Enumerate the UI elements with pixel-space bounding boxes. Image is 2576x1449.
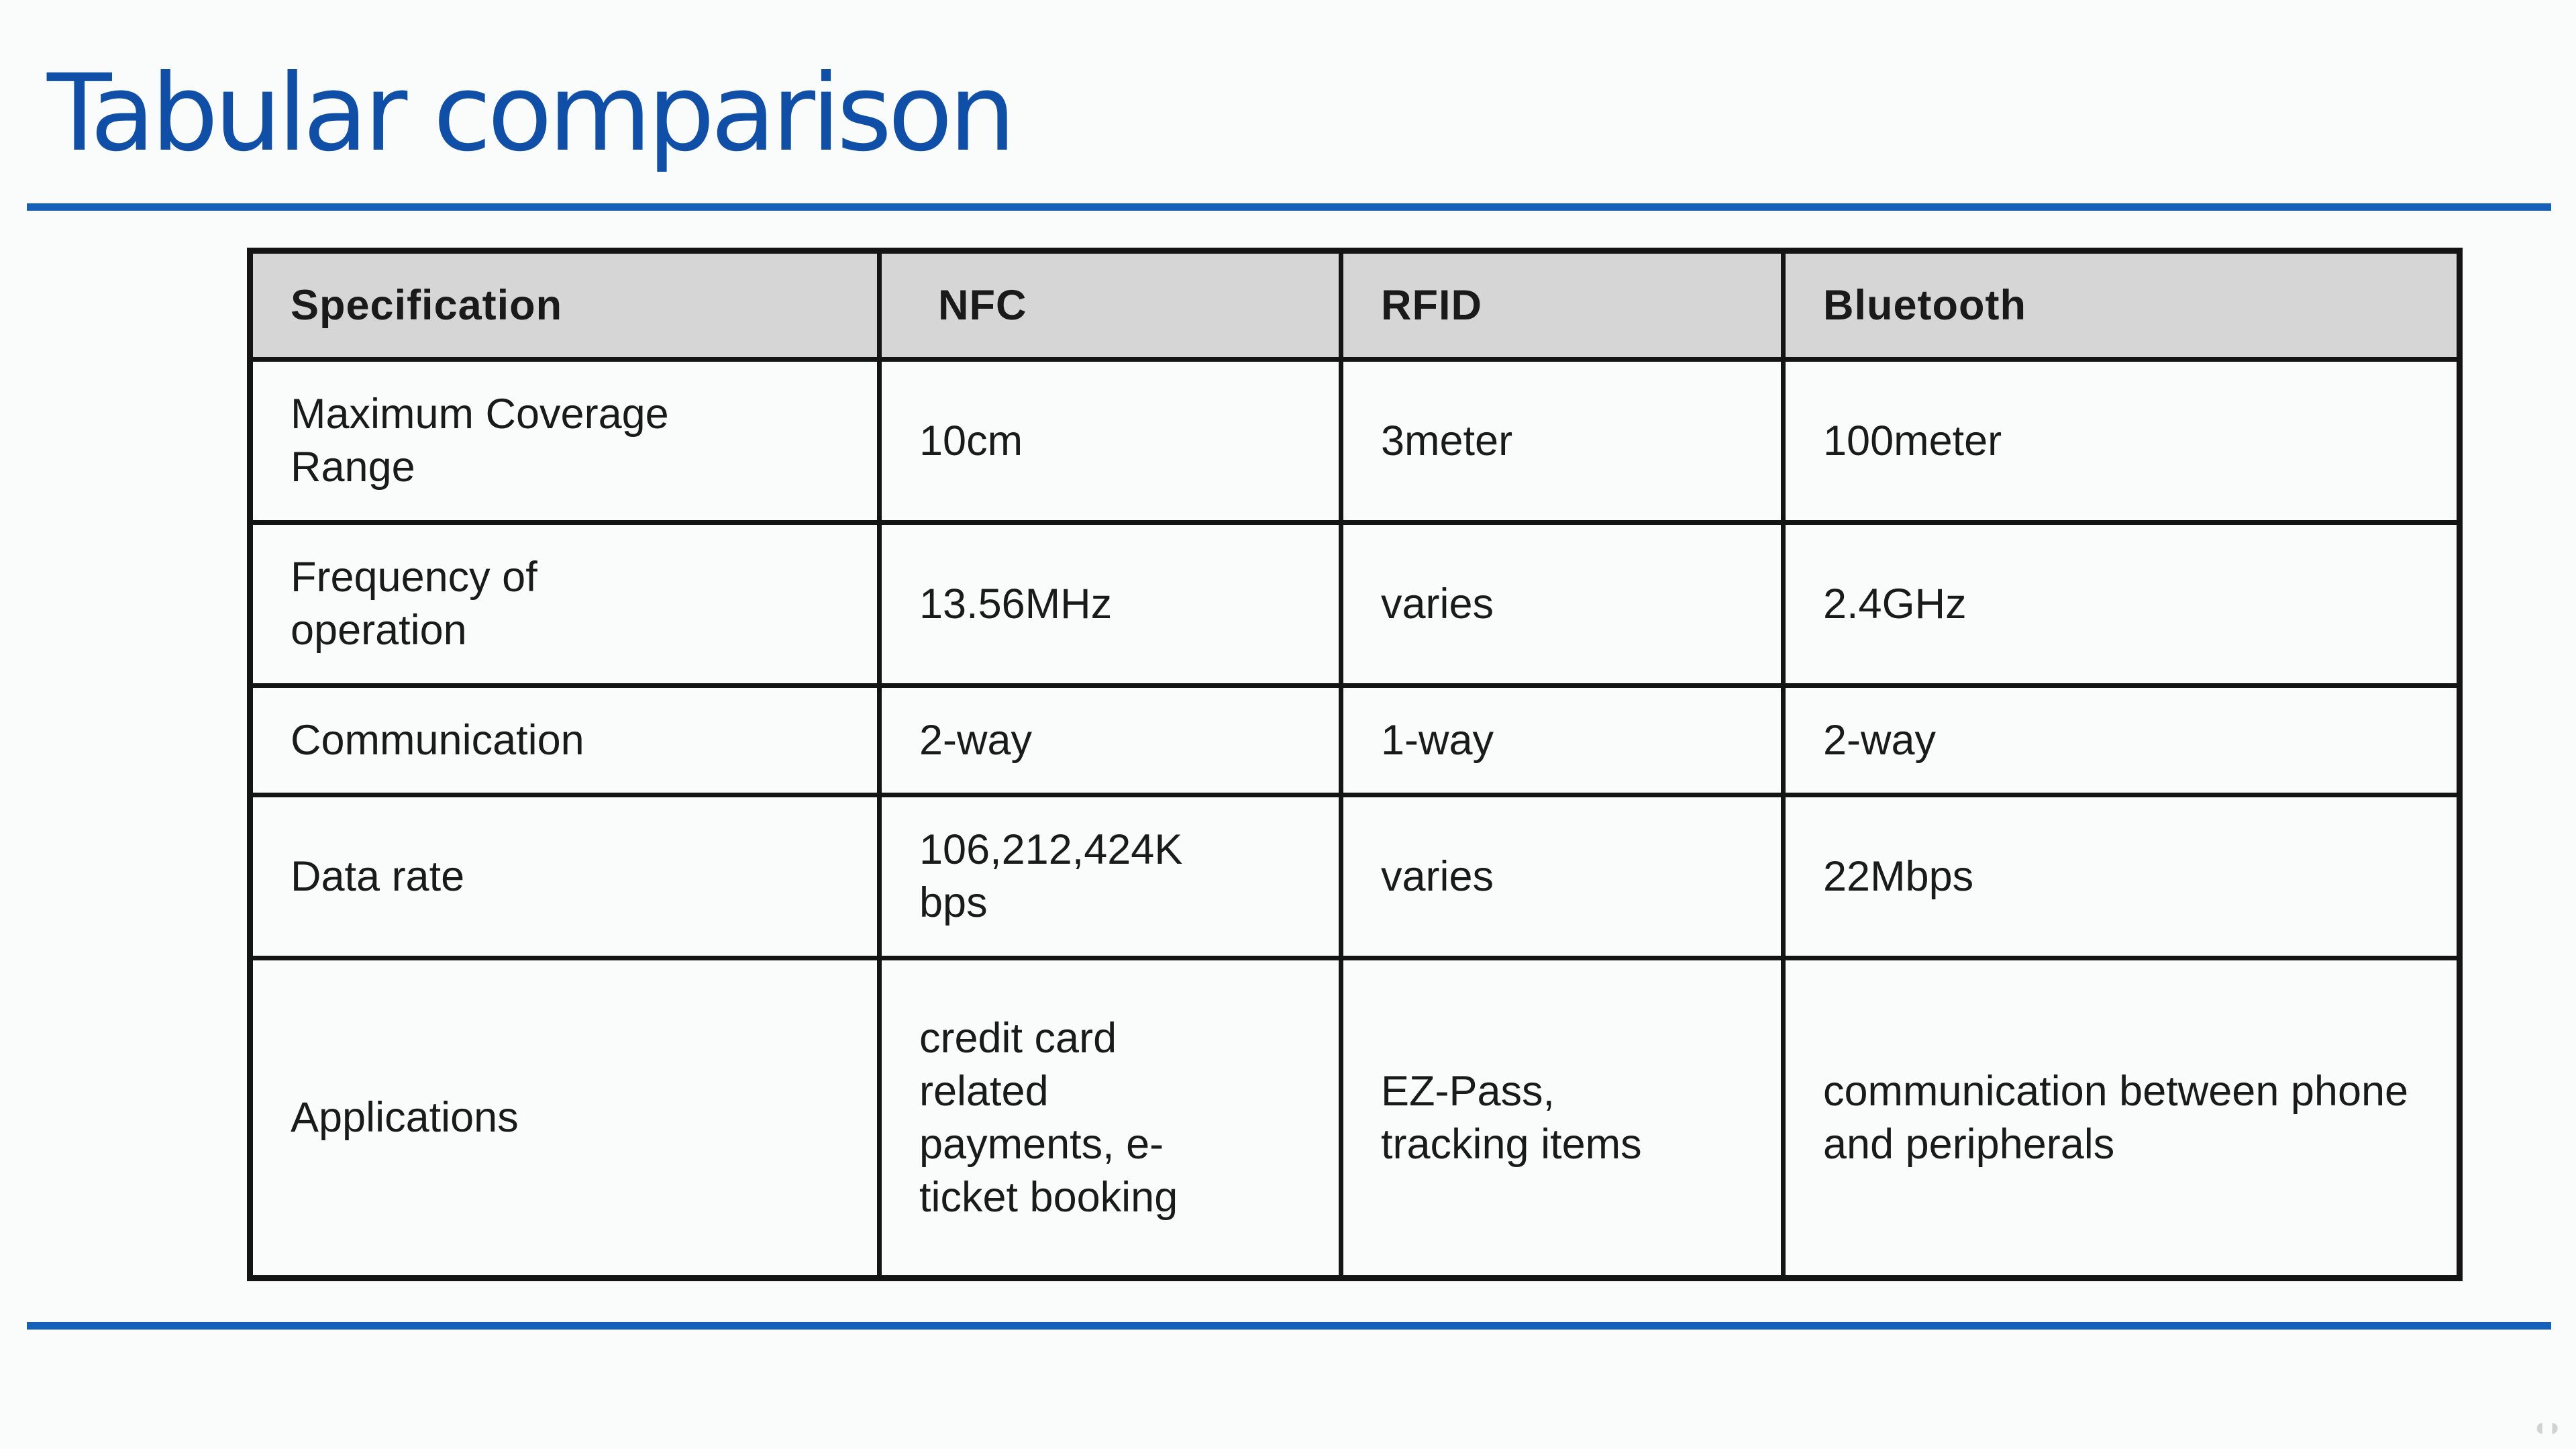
cell-spec-datarate: Data rate	[248, 793, 882, 960]
cell-nfc-applications: credit card related payments, e-ticket b…	[877, 956, 1343, 1281]
table-row: Maximum Coverage Range 10cm 3meter 100me…	[248, 357, 2462, 525]
cell-rfid-range: 3meter	[1339, 357, 1786, 525]
cell-spec-frequency: Frequency of operation	[248, 520, 882, 688]
slide-title: Tabular comparison	[47, 52, 1016, 175]
watermark-logo-icon: ◖◗	[2532, 1413, 2563, 1442]
cell-spec-applications: Applications	[248, 956, 882, 1281]
cell-bluetooth-range: 100meter	[1781, 357, 2462, 525]
cell-spec-range: Maximum Coverage Range	[248, 357, 882, 525]
cell-rfid-communication: 1-way	[1339, 683, 1786, 797]
cell-spec-communication: Communication	[248, 683, 882, 797]
cell-nfc-communication: 2-way	[877, 683, 1343, 797]
header-bluetooth: Bluetooth	[1781, 248, 2462, 362]
comparison-table: Specification NFC RFID Bluetooth Maximum…	[247, 248, 2463, 1281]
cell-bluetooth-datarate: 22Mbps	[1781, 793, 2462, 960]
table-header-row: Specification NFC RFID Bluetooth	[248, 248, 2462, 362]
header-nfc: NFC	[877, 248, 1343, 362]
table-row: Applications credit card related payment…	[248, 956, 2462, 1281]
table-row: Communication 2-way 1-way 2-way	[248, 683, 2462, 797]
table-row: Frequency of operation 13.56MHz varies 2…	[248, 520, 2462, 688]
cell-bluetooth-applications: communication between phone and peripher…	[1781, 956, 2462, 1281]
cell-rfid-applications: EZ-Pass, tracking items	[1339, 956, 1786, 1281]
cell-nfc-range: 10cm	[877, 357, 1343, 525]
cell-nfc-datarate: 106,212,424Kbps	[877, 793, 1343, 960]
cell-rfid-frequency: varies	[1339, 520, 1786, 688]
cell-nfc-frequency: 13.56MHz	[877, 520, 1343, 688]
title-underline	[27, 203, 2551, 211]
footer-rule	[27, 1322, 2551, 1330]
header-specification: Specification	[248, 248, 882, 362]
cell-bluetooth-frequency: 2.4GHz	[1781, 520, 2462, 688]
header-rfid: RFID	[1339, 248, 1786, 362]
table-row: Data rate 106,212,424Kbps varies 22Mbps	[248, 793, 2462, 960]
cell-rfid-datarate: varies	[1339, 793, 1786, 960]
cell-bluetooth-communication: 2-way	[1781, 683, 2462, 797]
